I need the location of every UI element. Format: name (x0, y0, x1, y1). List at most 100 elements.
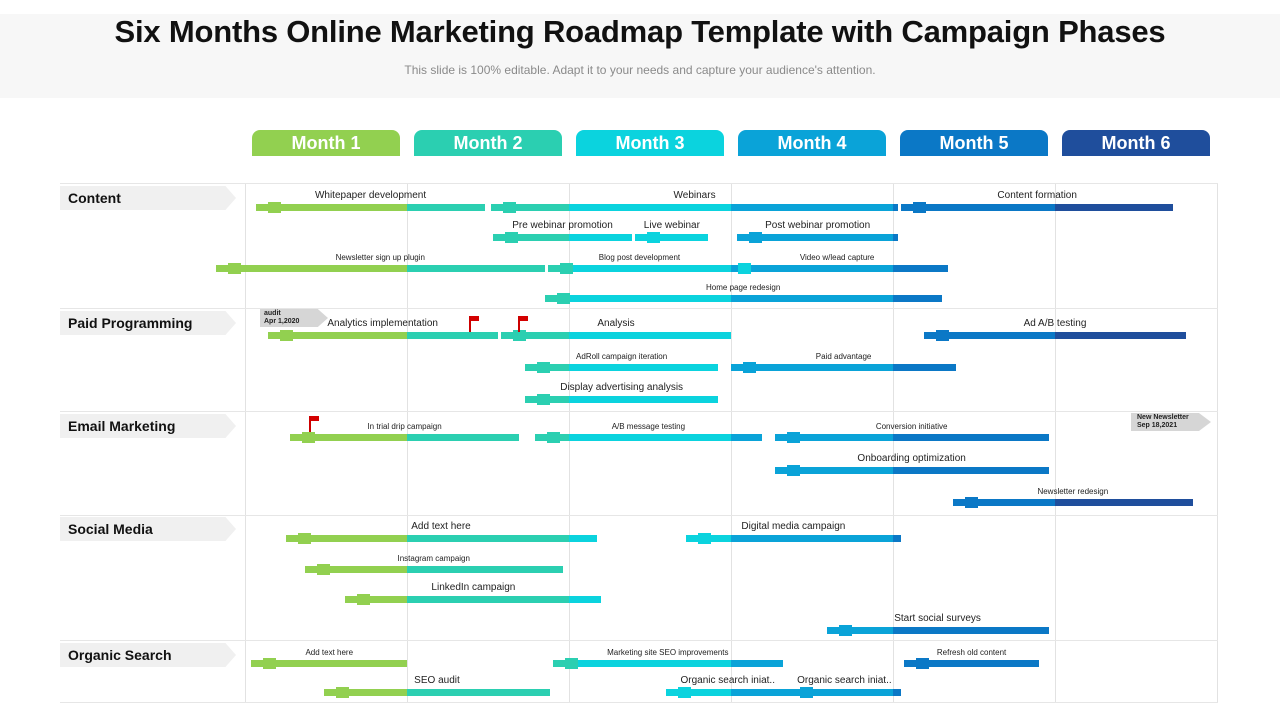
task-start-marker (263, 658, 277, 669)
task-bar (923, 332, 1055, 339)
task-start-marker (913, 202, 927, 213)
task-start-marker (503, 202, 517, 213)
grid-line (731, 183, 732, 703)
task-start-marker (556, 293, 570, 304)
task-bar (893, 265, 949, 272)
task-bar (569, 332, 731, 339)
task-label: Blog post development (598, 253, 681, 262)
task-bar (552, 660, 569, 667)
category-content: Content (68, 190, 121, 206)
task-label: Webinars (673, 190, 716, 201)
grid-line (60, 702, 1218, 703)
grid-line (1055, 183, 1056, 703)
task-label: Refresh old content (936, 648, 1007, 657)
section-divider (60, 515, 1218, 516)
task-bar (407, 332, 498, 339)
task-bar (893, 364, 957, 371)
task-bar (569, 265, 731, 272)
task-start-marker (546, 432, 560, 443)
task-bar (787, 689, 893, 696)
audit-callout-date: Apr 1,2020 (264, 318, 300, 325)
task-start-marker (564, 658, 578, 669)
task-label: Add text here (411, 521, 471, 532)
grid-line (60, 183, 1218, 184)
task-start-marker (357, 594, 371, 605)
task-bar (635, 234, 709, 241)
task-bar (904, 660, 1039, 667)
task-start-marker (838, 625, 852, 636)
task-label: SEO audit (414, 675, 460, 686)
task-bar (893, 689, 902, 696)
section-divider (60, 411, 1218, 412)
task-bar (893, 467, 1049, 474)
task-label: Home page redesign (706, 283, 781, 292)
task-start-marker (964, 497, 978, 508)
task-bar (731, 434, 762, 441)
task-start-marker (678, 687, 692, 698)
newsletter-callout-title: New Newsletter (1137, 414, 1189, 421)
month-2-header: Month 2 (414, 130, 562, 156)
task-bar (1055, 332, 1187, 339)
task-start-marker (647, 232, 661, 243)
category-tab (60, 311, 236, 335)
task-label: Newsletter sign up plugin (335, 253, 425, 262)
grid-line (1217, 183, 1218, 703)
task-bar (285, 535, 407, 542)
task-start-marker (749, 232, 763, 243)
task-bar (251, 660, 407, 667)
task-label: Newsletter redesign (1037, 487, 1109, 496)
task-start-marker (786, 465, 800, 476)
task-start-marker (316, 564, 330, 575)
month-4-header: Month 4 (738, 130, 886, 156)
task-bar (893, 204, 898, 211)
category-tab (60, 643, 236, 667)
task-bar (569, 396, 719, 403)
task-label: In trial drip campaign (367, 422, 442, 431)
task-start-marker (786, 432, 800, 443)
task-start-marker (504, 232, 518, 243)
task-label: Start social surveys (894, 613, 981, 624)
month-3-header: Month 3 (576, 130, 724, 156)
task-bar (569, 535, 597, 542)
task-label: Paid advantage (815, 352, 872, 361)
task-bar (826, 627, 893, 634)
task-bar (491, 204, 569, 211)
milestone-flag-icon (309, 416, 321, 432)
task-label: A/B message testing (611, 422, 686, 431)
task-bar (407, 434, 519, 441)
task-start-marker (743, 362, 756, 373)
grid-line (407, 183, 408, 703)
task-bar (774, 434, 893, 441)
newsletter-callout-date: Sep 18,2021 (1137, 422, 1178, 429)
task-bar (731, 660, 783, 667)
task-bar (666, 689, 731, 696)
task-bar (407, 535, 569, 542)
task-bar (345, 596, 407, 603)
task-label: Conversion initiative (875, 422, 948, 431)
task-label: Whitepaper development (314, 190, 427, 201)
milestone-flag-icon (518, 316, 530, 332)
task-start-marker (799, 687, 813, 698)
month-6-header: Month 6 (1062, 130, 1210, 156)
task-label: Add text here (305, 648, 354, 657)
task-label: Content formation (997, 190, 1077, 201)
task-bar (245, 265, 407, 272)
task-bar (407, 265, 545, 272)
task-bar (893, 234, 898, 241)
task-bar (893, 627, 1049, 634)
category-tab (60, 414, 236, 438)
category-tab (60, 517, 236, 541)
task-label: Instagram campaign (397, 554, 470, 563)
task-label: Analysis (597, 318, 635, 329)
task-bar (1055, 499, 1193, 506)
task-start-marker (697, 533, 711, 544)
task-bar (731, 204, 893, 211)
task-bar (893, 434, 1049, 441)
task-label: AdRoll campaign iteration (576, 352, 668, 361)
task-label: Analytics implementation (327, 318, 438, 329)
task-bar (267, 332, 407, 339)
task-bar (500, 332, 569, 339)
slide-subtitle: This slide is 100% editable. Adapt it to… (404, 63, 876, 77)
milestone-flag-icon (469, 316, 481, 332)
task-start-marker (537, 362, 551, 373)
